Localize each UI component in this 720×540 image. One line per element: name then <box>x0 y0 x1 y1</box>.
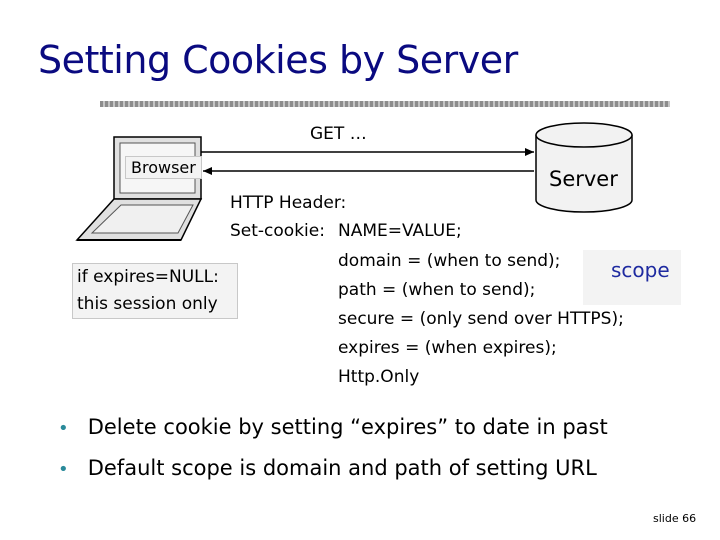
cookie-path-line: path = (when to send); <box>338 280 536 300</box>
cookie-httponly-line: Http.Only <box>338 367 420 387</box>
title-divider <box>100 101 670 107</box>
slide-title: Setting Cookies by Server <box>38 38 518 82</box>
cookie-domain-line: domain = (when to send); <box>338 251 561 271</box>
bullet-text: Default scope is domain and path of sett… <box>87 456 597 480</box>
browser-label: Browser <box>125 156 202 179</box>
bullet-item: • Default scope is domain and path of se… <box>58 456 597 480</box>
server-label: Server <box>549 167 618 191</box>
bullet-text: Delete cookie by setting “expires” to da… <box>87 415 608 439</box>
session-note: if expires=NULL: this session only <box>72 263 238 319</box>
scope-label: scope <box>611 258 670 282</box>
cookie-secure-line: secure = (only send over HTTPS); <box>338 309 624 329</box>
cookie-name-value: NAME=VALUE; <box>338 221 462 241</box>
bullet-icon: • <box>58 459 69 480</box>
bullet-item: • Delete cookie by setting “expires” to … <box>58 415 608 439</box>
bullet-icon: • <box>58 418 69 439</box>
http-header-label: HTTP Header: <box>230 193 347 213</box>
laptop-icon <box>75 136 203 241</box>
get-request-label: GET … <box>310 124 367 144</box>
note-line: if expires=NULL: <box>77 267 219 287</box>
scope-highlight <box>583 250 681 305</box>
server-icon <box>535 122 633 213</box>
cookie-expires-line: expires = (when expires); <box>338 338 557 358</box>
slide-number: slide 66 <box>653 512 697 525</box>
set-cookie-label: Set-cookie: <box>230 221 325 241</box>
note-line: this session only <box>77 294 218 314</box>
